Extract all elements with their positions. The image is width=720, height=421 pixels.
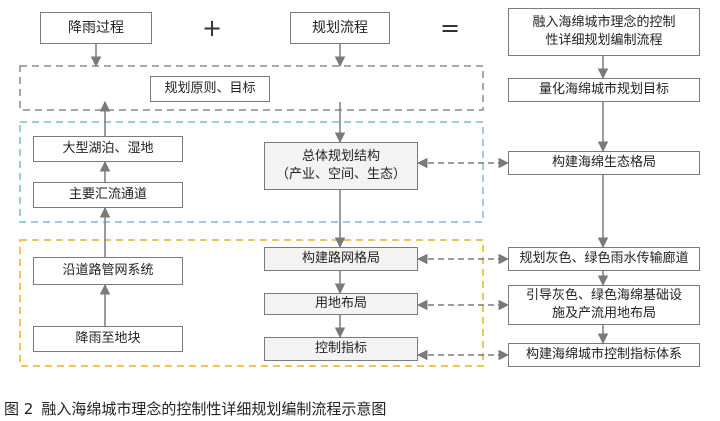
operator-plus: + bbox=[202, 14, 223, 42]
node-rain-to-plot: 降雨至地块 bbox=[33, 326, 183, 352]
node-main-channels: 主要汇流通道 bbox=[33, 182, 183, 208]
figure-number: 图 2 bbox=[4, 400, 34, 418]
node-quantify-targets: 量化海绵城市规划目标 bbox=[508, 78, 700, 102]
node-control-indicators: 控制指标 bbox=[264, 337, 418, 361]
node-road-network: 构建路网格局 bbox=[264, 247, 418, 271]
node-guide-infrastructure: 引导灰色、绿色海绵基础设 施及产流用地布局 bbox=[508, 285, 700, 325]
node-sponge-indicator-system: 构建海绵城市控制指标体系 bbox=[508, 343, 700, 367]
node-overall-structure-label: 总体规划结构 （产业、空间、生态） bbox=[275, 149, 406, 182]
node-land-use-layout: 用地布局 bbox=[264, 293, 418, 315]
node-gray-green-corridor: 规划灰色、绿色雨水传输廊道 bbox=[508, 247, 700, 271]
node-planning-process-label: 规划流程 bbox=[312, 19, 368, 36]
node-overall-structure: 总体规划结构 （产业、空间、生态） bbox=[264, 142, 418, 190]
figure-caption: 图 2 融入海绵城市理念的控制性详细规划编制流程示意图 bbox=[4, 398, 386, 419]
node-sponge-eco-pattern: 构建海绵生态格局 bbox=[508, 151, 700, 175]
figure-title: 融入海绵城市理念的控制性详细规划编制流程示意图 bbox=[41, 400, 387, 418]
node-planning-process: 规划流程 bbox=[290, 12, 390, 44]
node-road-pipe-system: 沿道路管网系统 bbox=[33, 257, 183, 285]
node-rainfall-process: 降雨过程 bbox=[40, 12, 152, 44]
node-principles-goals: 规划原则、目标 bbox=[150, 76, 270, 102]
node-guide-infrastructure-label: 引导灰色、绿色海绵基础设 施及产流用地布局 bbox=[525, 288, 682, 321]
operator-equals: = bbox=[440, 14, 461, 42]
node-lakes-wetlands: 大型湖泊、湿地 bbox=[33, 136, 183, 162]
node-sponge-control-flow-label: 融入海绵城市理念的控制 性详细规划编制流程 bbox=[532, 15, 676, 48]
node-sponge-control-flow: 融入海绵城市理念的控制 性详细规划编制流程 bbox=[508, 8, 700, 56]
